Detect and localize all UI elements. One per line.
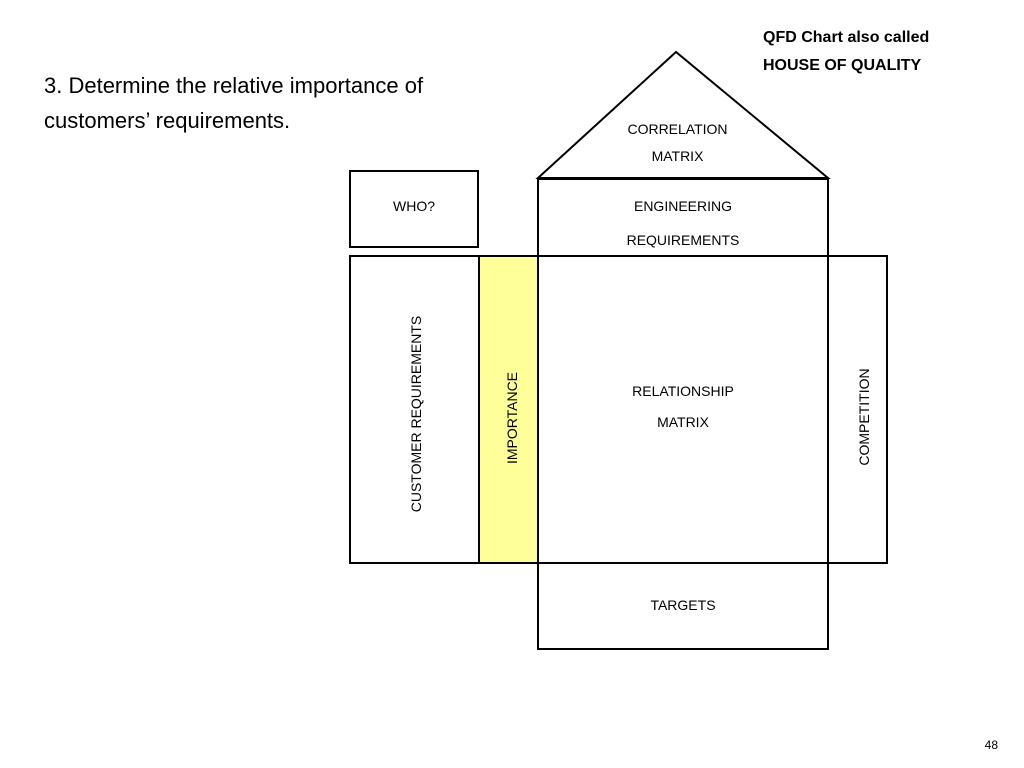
targets-label: TARGETS [650,597,716,613]
competition-label: COMPETITION [856,368,872,466]
engineering-requirements-label-1: ENGINEERING [633,198,732,214]
correlation-matrix-label-2: MATRIX [651,148,704,164]
heading-line-2: customers’ requirements. [44,108,291,133]
relationship-matrix-label-2: MATRIX [657,414,709,430]
qfd-note: QFD Chart also called HOUSE OF QUALITY [763,24,929,80]
customer-requirements-label: CUSTOMER REQUIREMENTS [408,315,424,513]
relationship-matrix-label-1: RELATIONSHIP [632,383,734,399]
qfd-note-line-1: QFD Chart also called [763,29,930,46]
heading-line-1: 3. Determine the relative importance of [44,73,424,98]
targets-box [537,562,829,650]
who-label: WHO? [393,198,435,214]
importance-box [478,255,539,564]
engineering-requirements-label-2: REQUIREMENTS [626,232,740,248]
relationship-matrix-box [537,255,829,564]
page-number: 48 [984,738,998,752]
slide-heading: 3. Determine the relative importance of … [44,68,504,138]
correlation-matrix-label-1: CORRELATION [627,121,728,137]
qfd-note-line-2: HOUSE OF QUALITY [763,57,922,74]
who-box [349,170,479,248]
customer-requirements-box [349,255,480,564]
importance-label: IMPORTANCE [504,371,520,465]
competition-box [827,255,888,564]
